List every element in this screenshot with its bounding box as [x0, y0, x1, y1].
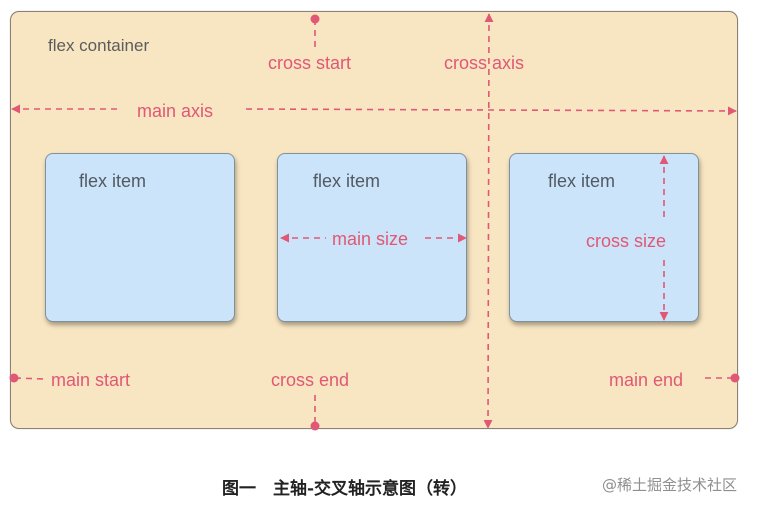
cross-start-label: cross start	[268, 53, 352, 73]
cross-end-label: cross end	[271, 370, 350, 390]
main-end-label: main end	[609, 370, 684, 390]
flex-item-1-label: flex item	[79, 171, 147, 191]
main-start-label: main start	[51, 370, 131, 390]
main-axis-label: main axis	[137, 101, 214, 121]
main-size-label: main size	[332, 229, 409, 249]
flex-container-label: flex container	[48, 36, 150, 55]
flex-item-2-label: flex item	[313, 171, 381, 191]
watermark: @稀土掘金技术社区	[602, 476, 738, 494]
flex-item-3-label: flex item	[548, 171, 616, 191]
figure-caption: 图一 主轴-交叉轴示意图（转）	[222, 479, 468, 499]
cross-size-label: cross size	[586, 231, 667, 251]
cross-axis-label: cross axis	[444, 53, 525, 73]
flex-item-1: flex item	[45, 153, 235, 322]
flex-item-3: flex item	[509, 153, 699, 322]
